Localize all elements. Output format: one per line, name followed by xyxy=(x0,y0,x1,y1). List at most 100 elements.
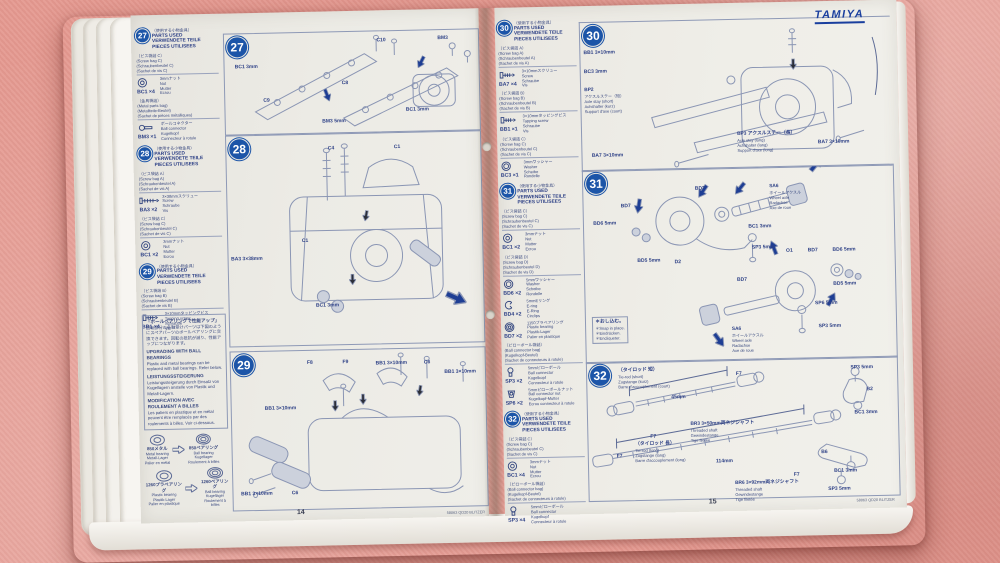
part-desc-line: Ecrou xyxy=(525,245,536,251)
diagram-label: B6 xyxy=(821,449,828,456)
step-number-badge: 29 xyxy=(140,264,154,278)
diagram-label-block: （タイロッド 短）Tie-rod (short)Zugstange (kurz)… xyxy=(618,367,670,389)
nut-icon xyxy=(507,460,527,471)
part-desc-line: Ecrou connecteur à rotule xyxy=(528,400,575,407)
tamiya-logo: TAMIYA xyxy=(814,8,865,25)
bearing-after: 1260ベアリング Ball bearing Kugellager Roulem… xyxy=(200,467,230,508)
step-title-line: PIECES UTILISEES xyxy=(514,36,558,43)
diagram-label: SP3 5mm xyxy=(828,485,851,493)
step-number-badge: 31 xyxy=(501,184,515,199)
parts-bag-label: （ビス袋詰 C）(Screw bag C)(Schraubenbeutel C)… xyxy=(136,51,219,76)
bag-line: (Sachet de connecteurs à rotule) xyxy=(507,495,566,503)
diagram-art-27 xyxy=(254,34,471,127)
diagram-label: F8 xyxy=(306,360,313,367)
diagram-label: BC1 3mm xyxy=(748,222,772,230)
diagram-label: C8 xyxy=(341,80,349,87)
page-number-left: 14 xyxy=(296,509,305,517)
ering-icon xyxy=(504,299,524,310)
part-icon-wrap: SP6 ×2 xyxy=(505,388,525,406)
diagram-label: C6 xyxy=(423,359,431,366)
part-code-qty: SP3 ×4 xyxy=(508,517,526,525)
diagram-label-line: Axe de roue xyxy=(732,347,754,354)
diagram-label: BA3 3×38mm xyxy=(231,255,263,263)
screw-icon xyxy=(499,69,519,80)
diagram-label: BD7 xyxy=(620,202,631,209)
part-code-qty: BC1 ×2 xyxy=(502,244,521,251)
diagram-label: B2 xyxy=(866,386,873,393)
diagram-label-line: Tige filetée xyxy=(735,497,755,503)
step-title-line: PIECES UTILISEES xyxy=(522,427,567,434)
diagram-label: BC1 3mm xyxy=(833,467,858,475)
step-title-line: PIECES UTILISEES xyxy=(152,44,196,51)
diagram-label: BC3 3mm xyxy=(583,68,607,75)
diagram-label: BM3 xyxy=(437,34,448,42)
part-icon-wrap: BA7 ×4 xyxy=(499,69,519,88)
note-body-de: Leistungssteigerung durch Einsatz von Ku… xyxy=(147,378,220,396)
part-icon-wrap: BB1 ×1 xyxy=(500,115,520,133)
bag-line: (Sachet de vis C) xyxy=(139,230,171,237)
part-desc-line: Palier en plastique xyxy=(527,333,561,340)
page-number-right: 15 xyxy=(708,498,717,506)
bearing-after: 850ベアリング Ball bearing Kugellager Rouleme… xyxy=(188,433,220,465)
part-desc-line: Connecteur à rotule xyxy=(160,135,197,141)
diagram-label: O1 xyxy=(785,247,793,254)
parts-bag-label: （ビス袋詰 C）(Screw bag C)(Schraubenbeutel C)… xyxy=(506,434,585,459)
step-title-line: PIECES UTILISEES xyxy=(154,162,199,168)
ball-bearing-note-area: 「ボールベアリングで性能アップ」 回転部分の各軸受けパーツは下図のようにスペアパ… xyxy=(141,310,230,513)
bag-line: (Sachet de vis A) xyxy=(498,59,529,66)
screw-icon xyxy=(142,312,162,323)
parts-bag-label: （ピローボール袋詰）(Ball connector bag)(Kugelkopf… xyxy=(507,480,586,505)
diagram-label: BB1 3×10mm xyxy=(264,404,297,412)
diagram-label: BC1 3mm xyxy=(315,302,340,309)
diagram-label-line: Axe de roue xyxy=(769,205,792,211)
diagram-label: BM3 5mm xyxy=(322,118,346,125)
diagram-label: 114mm xyxy=(715,458,734,465)
diagram-label-block: ＊おし込む。＊Snap in place.＊Eindrücken.＊Encliq… xyxy=(592,316,628,344)
bearing-before: 850メタル Metal bearing Metall-Lager Palier… xyxy=(144,434,170,465)
bag-line: (Sachet de vis C) xyxy=(136,67,168,74)
screw-icon xyxy=(500,115,520,126)
part-code-qty: BC1 ×2 xyxy=(140,252,159,259)
step-number-badge: 28 xyxy=(138,146,152,161)
diagram-label-line: ＊Encliqueter. xyxy=(595,335,621,341)
part-code-qty: BA3 ×2 xyxy=(139,206,158,213)
part-desc-line: Ecrou xyxy=(163,253,175,259)
step-number-badge: 27 xyxy=(135,29,150,43)
part-code-qty: BD7 ×2 xyxy=(504,332,523,340)
bag-line: (Sachet de vis C) xyxy=(500,150,532,157)
step-title-line: PIECES UTILISEES xyxy=(157,279,201,286)
part-code-qty: BC3 ×1 xyxy=(500,172,519,179)
ball-icon xyxy=(138,122,158,133)
footer-code-left: 58063 QD20 BLITZER xyxy=(446,510,485,516)
diagram-label: C1 xyxy=(393,143,401,150)
part-desc-line: Connecteur à rotule xyxy=(531,518,567,525)
part-desc-line: Rondelle xyxy=(526,291,543,297)
diagram-label-line: Barre d'accouplement (court) xyxy=(618,382,670,389)
part-code-qty: BD4 ×2 xyxy=(503,311,522,318)
